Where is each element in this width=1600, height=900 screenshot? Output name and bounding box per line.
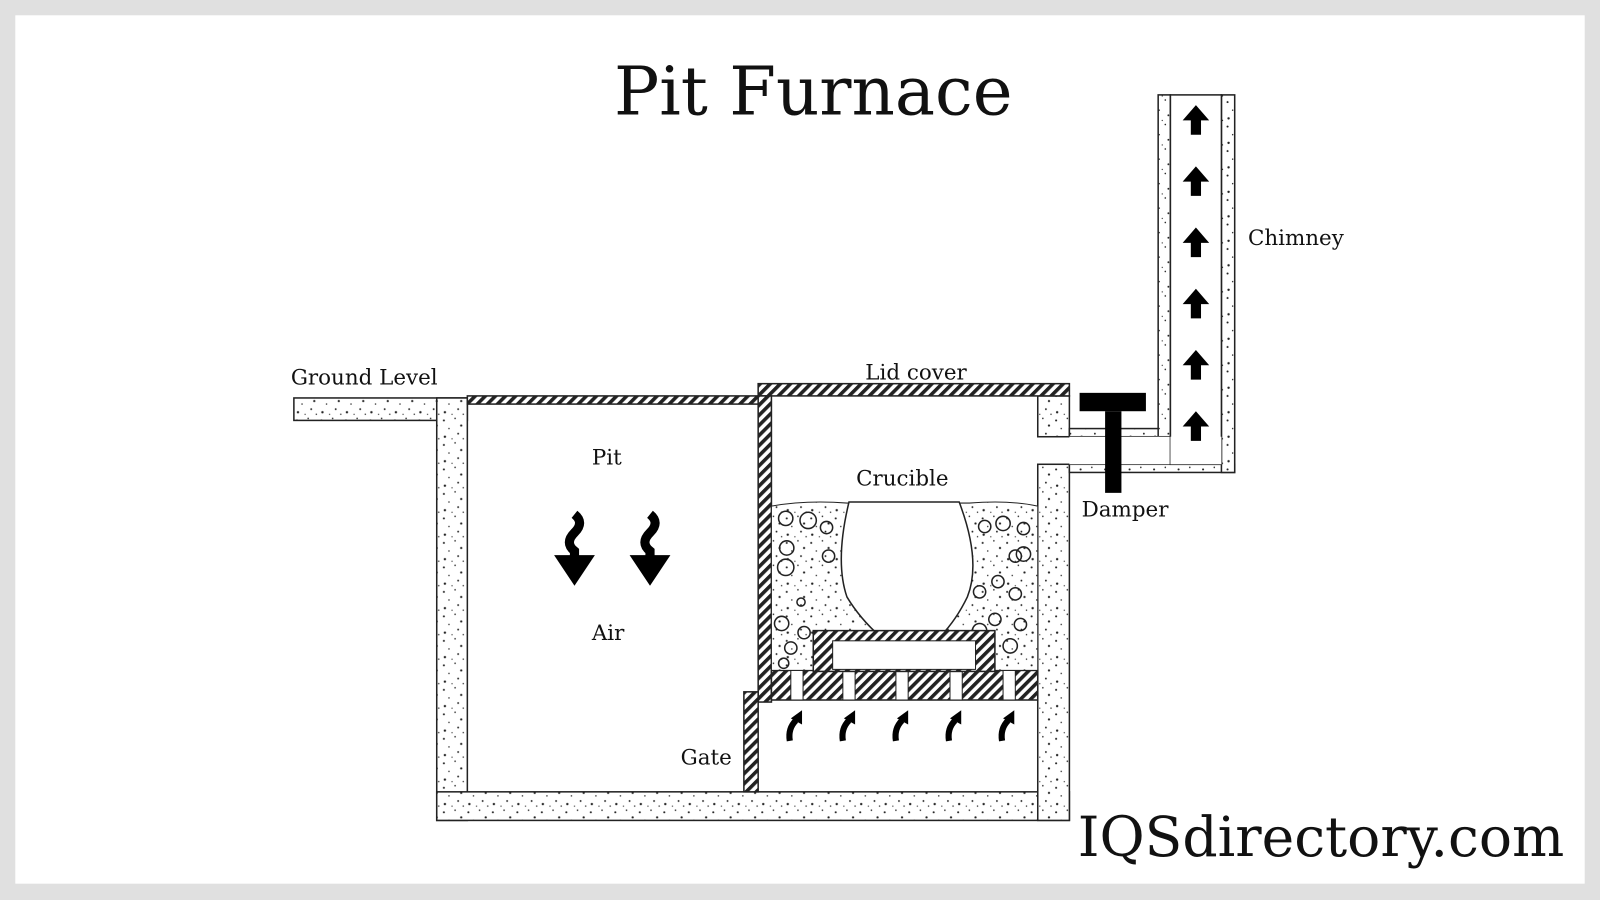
gate[interactable] xyxy=(743,691,759,793)
chimney-interior xyxy=(1169,94,1223,466)
chimney-base xyxy=(1170,436,1222,465)
divider-wall xyxy=(757,395,773,703)
title: Pit Furnace xyxy=(614,51,1013,130)
label-crucible: Crucible xyxy=(856,467,948,492)
label-pit: Pit xyxy=(592,445,622,470)
label-gate: Gate xyxy=(681,745,732,770)
coke-pieces xyxy=(773,510,1032,670)
lid-cover[interactable] xyxy=(757,382,1071,397)
label-chimney: Chimney xyxy=(1248,226,1345,251)
label-lid-cover: Lid cover xyxy=(865,361,967,386)
brand-logo: IQSdirectory.com xyxy=(1078,805,1565,869)
grate-slots xyxy=(790,669,1016,701)
damper[interactable] xyxy=(1079,392,1146,493)
label-ground-level: Ground Level xyxy=(291,366,438,391)
label-damper: Damper xyxy=(1082,497,1170,522)
pedestal-opening xyxy=(832,640,977,670)
pit-cover xyxy=(466,395,760,405)
label-air: Air xyxy=(591,621,625,646)
panel xyxy=(15,15,1585,884)
